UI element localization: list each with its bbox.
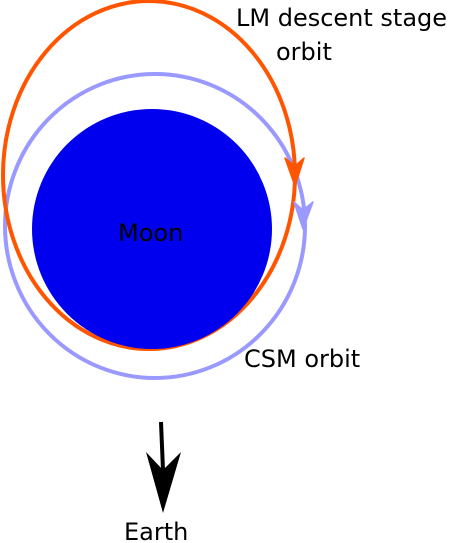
earth-label: Earth [124,518,188,543]
lm-orbit-arrowhead [284,157,305,187]
earth-arrow-shaft [159,421,165,471]
csm-orbit-label: CSM orbit [244,345,360,373]
lm-orbit-label-line2: orbit [276,38,332,66]
moon-label: Moon [118,219,183,247]
csm-orbit [3,72,307,380]
csm-orbit-arrowhead [293,201,314,230]
earth-arrow-head [146,452,181,513]
moon [32,109,272,349]
lm-orbit-label-line1: LM descent stage [236,4,447,32]
